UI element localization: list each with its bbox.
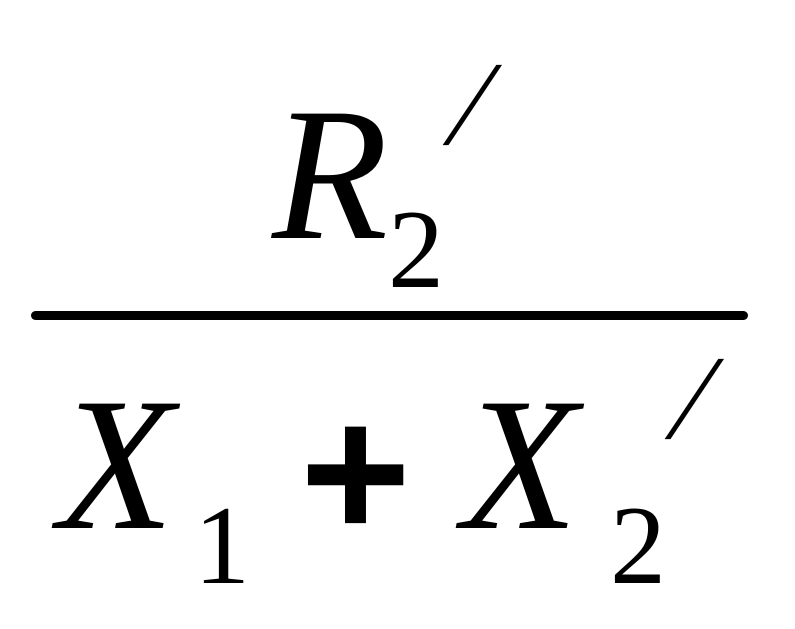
denominator-term1-variable: X [58,360,175,570]
denominator-term2-subscript: 2 [610,484,666,608]
numerator-variable: R [272,70,389,280]
denominator-term1-subscript: 1 [194,484,250,608]
denominator-term2-variable: X [462,360,579,570]
fraction-bar [31,311,748,320]
plus-operator: + [300,367,411,579]
numerator-subscript: 2 [388,188,444,312]
denominator-term2-prime: / [656,331,734,464]
numerator-prime: / [434,37,512,170]
